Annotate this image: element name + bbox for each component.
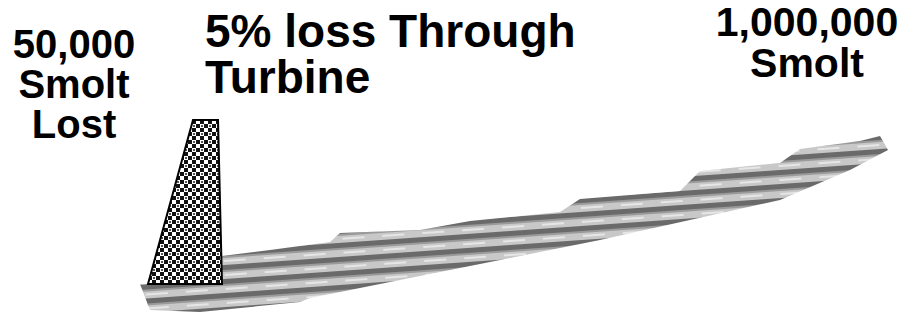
turbine-loss-label: 5% loss Through Turbine	[205, 8, 605, 100]
dam	[148, 120, 222, 284]
river-base	[140, 282, 330, 312]
loss-count-label: 50,000 Smolt Lost	[4, 24, 144, 144]
smolt-count-label: 1,000,000 Smolt	[708, 2, 906, 84]
river-terrain	[145, 136, 888, 308]
